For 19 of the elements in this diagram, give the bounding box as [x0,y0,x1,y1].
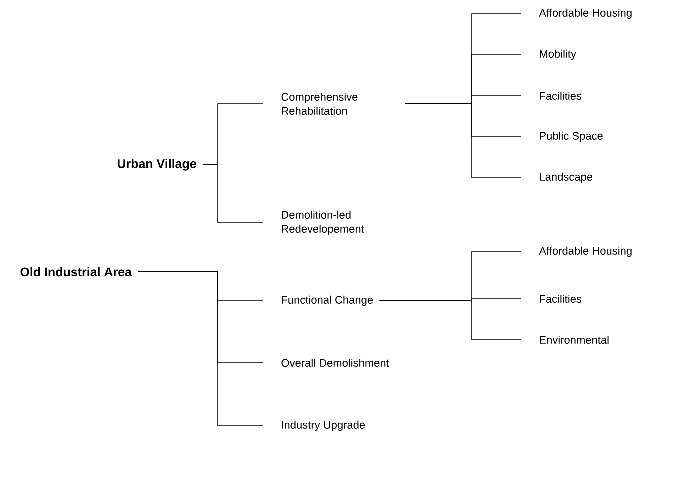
connector [202,164,264,224]
leaf-label: Public Space [540,132,603,142]
connector [379,300,522,340]
leaf-label: Landscape [540,172,593,184]
branch-label: Overall Demolishment [282,358,390,368]
branch-label: Comprehensive Rehabilitation [282,92,358,116]
branch-label: Demolition-led Redevelopement [282,210,364,236]
leaf-label: Facilities [540,92,582,100]
connector [138,272,264,426]
leaf-label: Environmental [540,336,609,344]
branch-label: Functional Change [282,296,374,306]
leaf-label: Affordable Housing [539,8,632,20]
category-label: Urban Village [118,159,196,171]
leaf-label: Facilities [540,294,582,304]
connector [405,104,522,178]
leaf-label: Affordable Housing [539,246,632,258]
branch-label: Industry Upgrade [282,420,366,432]
category-label: Old Industrial Area [20,267,132,277]
leaf-label: Mobility [540,50,576,60]
